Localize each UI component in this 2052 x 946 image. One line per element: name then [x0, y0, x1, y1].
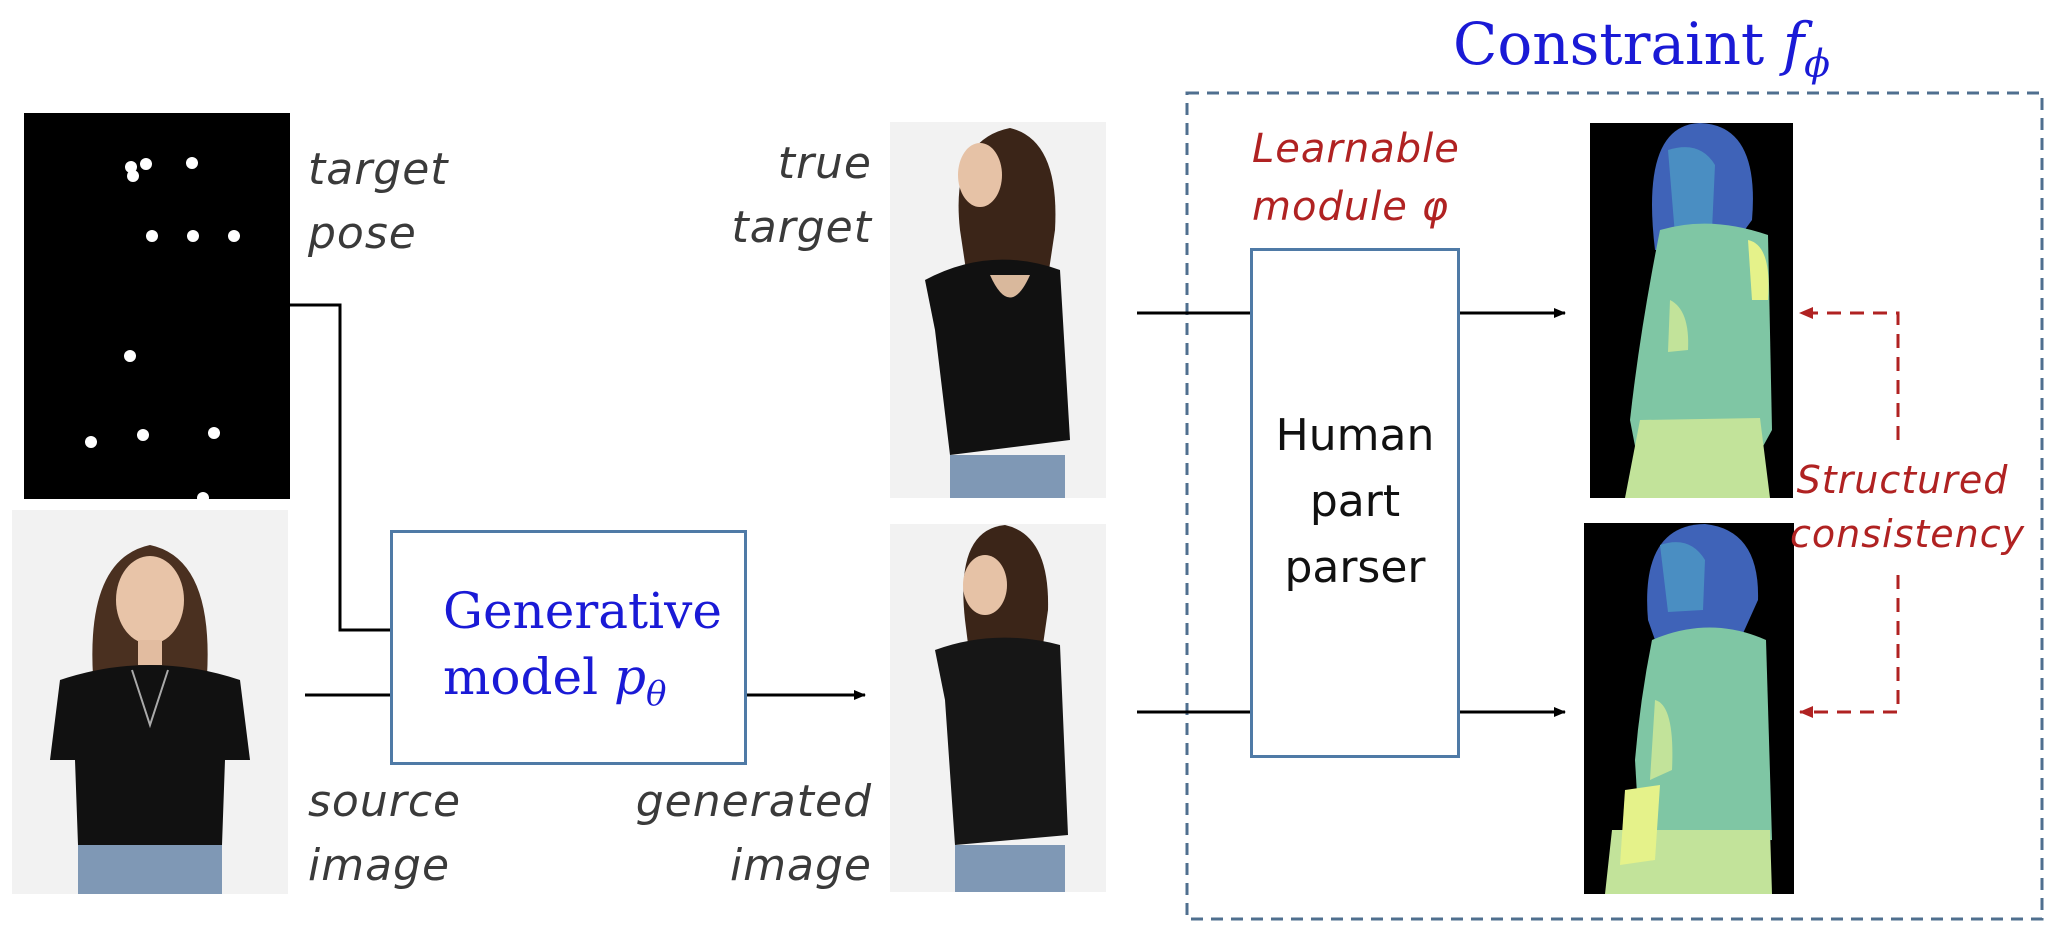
label-target-pose: target pose — [308, 144, 449, 259]
true-target-image — [890, 122, 1106, 498]
consistency-bracket — [1799, 307, 1900, 718]
constraint-title: Constraint fϕ — [1453, 10, 1831, 86]
human-part-parser-label: Human part parser — [1275, 410, 1435, 593]
label-true-target: true target — [731, 138, 872, 253]
source-image — [12, 510, 288, 894]
human-part-parser-box: Human part parser — [1250, 248, 1460, 758]
generated-image — [890, 524, 1106, 892]
pose-connector — [290, 303, 390, 632]
parse-map-bottom — [1584, 523, 1794, 894]
generative-model-label: Generative model pθ — [443, 582, 722, 714]
parse-map-top — [1590, 123, 1793, 498]
label-structured-consistency: Structured consistency — [1790, 458, 2026, 556]
constraint-region — [1185, 91, 2044, 921]
label-learnable-module: Learnable module φ — [1252, 126, 1460, 230]
label-generated-image: generated image — [635, 776, 872, 891]
label-source-image: source image — [308, 776, 462, 891]
target-pose-image — [24, 113, 290, 504]
generative-model-box: Generative model pθ — [390, 530, 747, 765]
